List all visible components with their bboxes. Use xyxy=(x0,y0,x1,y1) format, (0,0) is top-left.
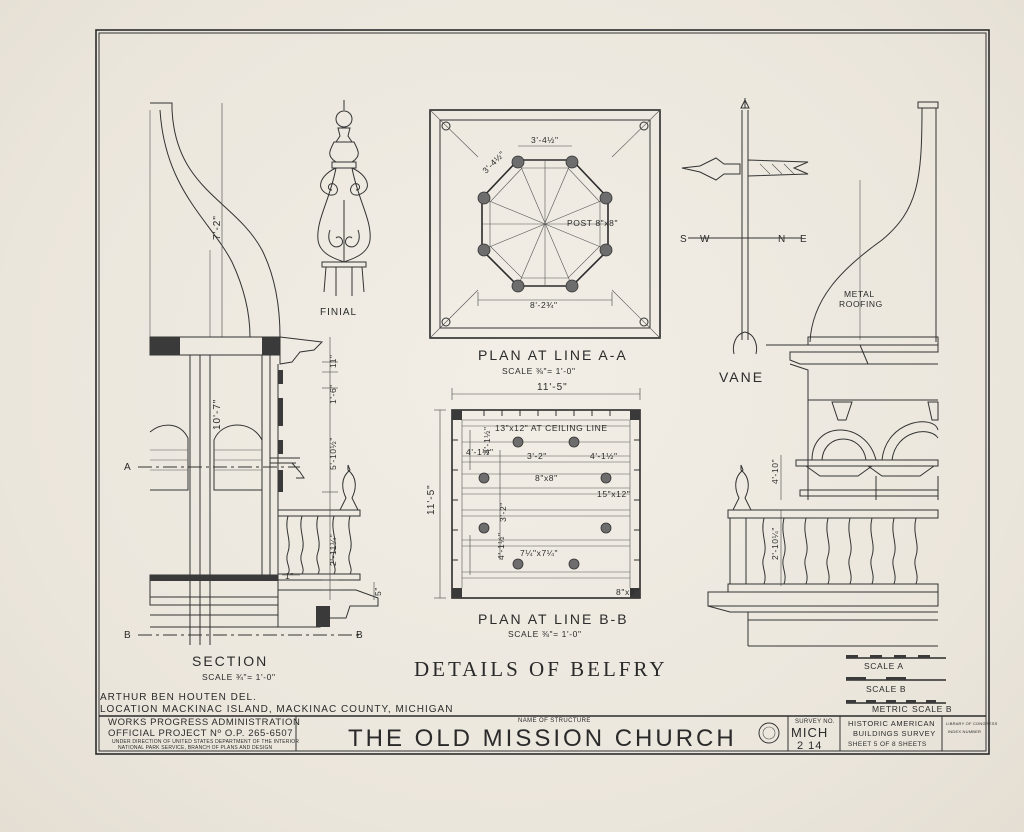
metric-scale-label: SCALE B xyxy=(912,704,952,714)
agency: WORKS PROGRESS ADMINISTRATION xyxy=(108,717,300,728)
plan-aa-title: PLAN AT LINE A-A xyxy=(478,347,628,363)
direction-1: UNDER DIRECTION OF UNITED STATES DEPARTM… xyxy=(112,739,299,745)
title-block xyxy=(99,715,986,751)
vane-title: VANE xyxy=(719,369,764,385)
delineator: ARTHUR BEN HOUTEN DEL. xyxy=(100,692,257,703)
dim-bb-3-2a: 3'-2" xyxy=(527,451,547,461)
dim-vane-2-10: 2'-10¼" xyxy=(770,527,780,560)
plan-aa-view xyxy=(429,109,661,339)
compass-s: S xyxy=(680,234,688,245)
inner-border xyxy=(98,32,987,752)
section-mark-b-right: B xyxy=(356,630,364,641)
survey-number: 2 14 xyxy=(797,740,822,752)
dim-bb-3-2b: 3'-2" xyxy=(498,502,508,522)
project: OFFICIAL PROJECT Nº O.P. 265-6507 xyxy=(108,728,293,739)
habs-2: BUILDINGS SURVEY xyxy=(853,729,936,738)
section-mark-a: A xyxy=(124,462,132,473)
dim-bb-4-1b: 4'-1½" xyxy=(482,426,492,454)
vane-view xyxy=(681,98,809,355)
dim-section-5-10: 5'-10½" xyxy=(328,437,338,470)
dim-aa-top: 3'-4½" xyxy=(531,135,559,145)
structure-name: THE OLD MISSION CHURCH xyxy=(348,725,737,752)
finial-view xyxy=(317,100,371,296)
library-2: INDEX NUMBER xyxy=(948,729,981,734)
library-1: LIBRARY OF CONGRESS xyxy=(946,721,998,726)
plan-bb-title: PLAN AT LINE B-B xyxy=(478,611,629,627)
scale-a-label: SCALE A xyxy=(864,661,904,671)
finial-title: FINIAL xyxy=(320,307,357,318)
dim-bb-beam-8x8: 8"x8" xyxy=(535,473,558,483)
dim-bb-height: 11'-5" xyxy=(426,484,437,515)
metal-label-1: METAL xyxy=(844,289,875,299)
dim-aa-bottom: 8'-2¾" xyxy=(530,300,558,310)
survey-state: MICH xyxy=(791,725,828,740)
dim-bb-corner: 8"x8" xyxy=(616,587,639,597)
dim-aa-side: 3'-4½" xyxy=(480,149,507,176)
direction-2: NATIONAL PARK SERVICE, BRANCH OF PLANS A… xyxy=(118,745,273,751)
dim-vane-4-10: 4'-10" xyxy=(770,459,780,484)
section-view xyxy=(138,102,379,645)
drawing-title: DETAILS OF BELFRY xyxy=(414,657,668,681)
compass-w: W xyxy=(700,234,710,245)
dim-section-5: 5" xyxy=(373,587,383,596)
elevation-view xyxy=(707,101,939,647)
dim-bb-ceiling: 13"x12" AT CEILING LINE xyxy=(495,423,608,433)
graphic-scales xyxy=(846,655,946,704)
habs-1: HISTORIC AMERICAN xyxy=(848,719,935,728)
metric-label: METRIC xyxy=(872,704,908,714)
dim-bb-74: 7¼"x7¼" xyxy=(520,548,558,558)
section-scale: SCALE ¾"= 1'-0" xyxy=(202,672,276,682)
compass-n: N xyxy=(778,234,786,245)
dim-section-shaft: 10'-7" xyxy=(212,399,223,430)
sheet-of: SHEET 5 OF 8 SHEETS xyxy=(848,741,927,748)
dim-section-11: 11" xyxy=(328,354,338,368)
location: LOCATION MACKINAC ISLAND, MACKINAC COUNT… xyxy=(100,704,453,715)
dim-bb-4-1d: 4'-1½" xyxy=(496,532,506,560)
dim-section-total: 7'-2" xyxy=(212,215,223,240)
dim-section-2-11: 2'-11¼" xyxy=(328,534,338,566)
section-mark-b-left: B xyxy=(124,630,132,641)
dim-section-1: 1" xyxy=(285,571,294,581)
dim-section-1-6: 1'-6" xyxy=(328,384,338,404)
outer-border xyxy=(95,29,990,755)
plan-aa-scale: SCALE ⅜"= 1'-0" xyxy=(502,366,576,376)
metal-label-2: ROOFING xyxy=(839,299,883,309)
dim-bb-4-1c: 4'-1½" xyxy=(590,451,618,461)
plan-bb-view xyxy=(434,388,641,599)
plan-bb-scale: SCALE ⅜"= 1'-0" xyxy=(508,629,582,639)
dim-bb-4-1a: 4'-1½" xyxy=(466,447,494,457)
scale-b-label: SCALE B xyxy=(866,684,906,694)
structure-name-label: NAME OF STRUCTURE xyxy=(518,718,591,724)
survey-label: SURVEY NO. xyxy=(795,719,835,725)
dim-bb-beam-15x12: 15"x12" xyxy=(597,489,630,499)
dim-aa-post: POST 8"x8" xyxy=(567,218,618,228)
section-title: SECTION xyxy=(192,653,268,669)
compass-e: E xyxy=(800,234,808,245)
dim-bb-width: 11'-5" xyxy=(537,382,568,393)
